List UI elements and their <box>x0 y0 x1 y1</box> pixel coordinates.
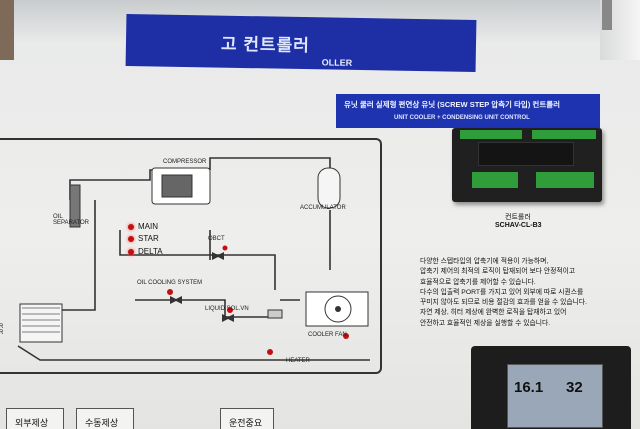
label-oil-cooling: OIL COOLING SYSTEM <box>137 280 203 286</box>
label-heater: HEATER <box>286 358 310 364</box>
cooler-coil-shape <box>19 303 63 343</box>
indicator-delta: DELTA <box>128 247 163 256</box>
label-liquid-sol: LIQUID SOL.VN <box>205 306 249 312</box>
label-obct: OBCT <box>208 236 225 242</box>
main-subtitle: OLLER <box>321 57 353 68</box>
lamp-icon <box>128 223 134 230</box>
controller-model: SCHAV-CL-B3 <box>495 222 542 229</box>
sub-title-english: UNIT COOLER + CONDENSING UNIT CONTROL <box>394 115 530 121</box>
button-running[interactable]: 운전중요 <box>220 408 274 429</box>
sub-title-banner: 유닛 쿨러 실제형 편연상 유닛 (SCREW STEP 압축기 타입) 컨트롤… <box>336 94 600 128</box>
lamp-icon <box>128 248 134 255</box>
label-oil-separator: OIL SEPARATOR <box>53 214 90 226</box>
label-accumulator: ACCUMULATOR <box>300 205 346 211</box>
indicator-main: MAIN <box>128 222 158 231</box>
lamp-icon <box>128 235 134 242</box>
controller-device <box>452 128 602 202</box>
main-title-banner: 고 컨트롤러 OLLER <box>125 13 477 73</box>
hmi-device: 16.1 32 <box>471 346 631 429</box>
controller-panel <box>478 142 574 166</box>
button-manual-defrost[interactable]: 수동제상 <box>76 408 134 429</box>
accumulator-shape <box>317 167 341 209</box>
label-cooler-sensor: COOLER SENSOR <box>0 324 4 336</box>
main-title: 고 컨트롤러 <box>220 34 311 56</box>
label-cooler-fan: COOLER FAN <box>308 332 347 338</box>
hmi-screen: 16.1 32 <box>507 364 603 428</box>
label-compressor: COMPRESSOR <box>163 159 207 165</box>
wall-left <box>0 0 14 60</box>
pole <box>602 0 612 30</box>
display-value-right: 32 <box>566 379 583 396</box>
controller-label: 컨트롤러 <box>505 214 531 221</box>
piping-lines <box>17 157 370 361</box>
sub-title: 유닛 쿨러 실제형 편연상 유닛 (SCREW STEP 압축기 타입) 컨트롤… <box>344 100 561 109</box>
button-external-defrost[interactable]: 외부제상 <box>6 408 64 429</box>
display-value-left: 16.1 <box>514 379 544 396</box>
refrigeration-diagram: COMPRESSOR ACCUMULATOR OIL SEPARATOR MAI… <box>0 138 382 374</box>
description-text: 다양한 스텝타입의 압축기에 적용이 가능하며, 압축기 제어의 최적의 로직이… <box>420 258 588 327</box>
oil-separator-shape <box>69 184 81 228</box>
indicator-star: STAR <box>128 234 159 243</box>
